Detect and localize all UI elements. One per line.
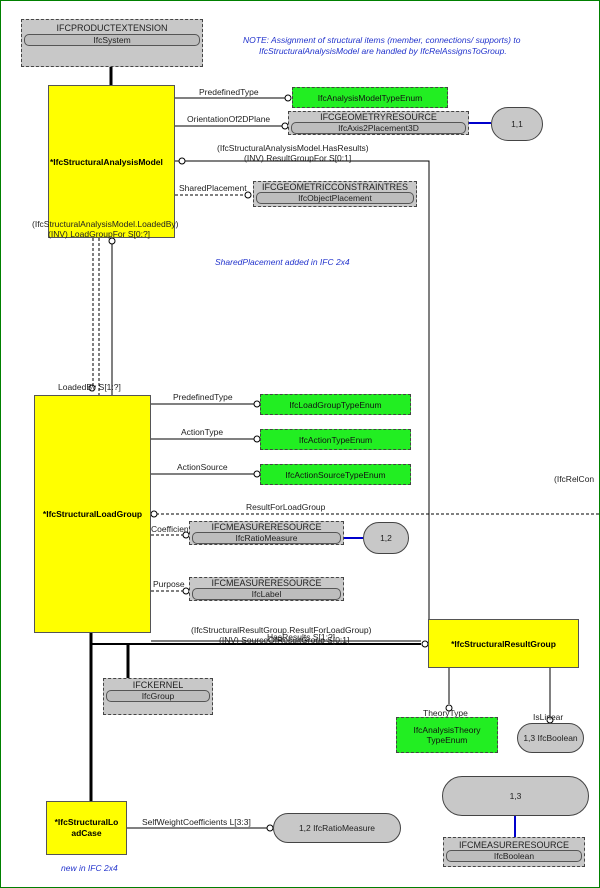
measure-label-title: IFCMEASURERESOURCE	[211, 578, 322, 588]
note-line-2: IfcStructuralAnalysisModel are handled b…	[259, 46, 507, 56]
constraint-group-title: IFCGEOMETRICCONSTRAINTRES	[261, 182, 408, 192]
has-results-label-1: (IfcStructuralAnalysisModel.HasResults)	[217, 143, 369, 153]
measure-boolean-group[interactable]: IFCMEASURERESOURCE IfcBoolean	[443, 837, 585, 867]
measure-label-group[interactable]: IFCMEASURERESOURCE IfcLabel	[189, 577, 344, 601]
new-in-note: new in IFC 2x4	[61, 863, 118, 873]
constraint-group[interactable]: IFCGEOMETRICCONSTRAINTRES IfcObjectPlace…	[253, 181, 417, 207]
analysis-theory-type-enum-text: IfcAnalysisTheoryTypeEnum	[413, 725, 481, 745]
purpose-label: Purpose	[153, 579, 185, 589]
action-source-type-enum[interactable]: IfcActionSourceTypeEnum	[260, 464, 411, 485]
orientation-label: OrientationOf2DPlane	[187, 114, 271, 124]
load-case-entity[interactable]: *IfcStructuralLoadCase	[46, 801, 127, 855]
load-group-label: *IfcStructuralLoadGroup	[42, 509, 143, 519]
loaded-by-end	[88, 384, 96, 392]
result-for-load-group-end	[150, 510, 158, 518]
kernel-group-item: IfcGroup	[106, 690, 210, 702]
predefined-type-model-label: PredefinedType	[199, 87, 259, 97]
result-for-load-group-label: ResultForLoadGroup	[246, 502, 326, 512]
self-weight-pill[interactable]: 1,2 IfcRatioMeasure	[273, 813, 401, 843]
load-group-for-end	[108, 237, 116, 245]
analysis-model-label: *IfcStructuralAnalysisModel	[50, 156, 163, 167]
measure-ratio-item: IfcRatioMeasure	[192, 532, 341, 544]
action-type-enum[interactable]: IfcActionTypeEnum	[260, 429, 411, 450]
product-extension-group: IFCPRODUCTEXTENSION IfcSystem	[21, 19, 203, 67]
group-title: IFCPRODUCTEXTENSION	[56, 23, 168, 33]
is-linear-pill[interactable]: 1,3 IfcBoolean	[517, 723, 584, 753]
load-case-label: *IfcStructuralLoadCase	[54, 817, 119, 838]
loaded-by-label-2: (INV) LoadGroupFor S[0:?]	[48, 229, 151, 239]
shared-placement-label: SharedPlacement	[179, 183, 247, 193]
analysis-model-type-enum[interactable]: IfcAnalysisModelTypeEnum	[292, 87, 448, 108]
load-group-entity[interactable]: *IfcStructuralLoadGroup	[34, 395, 151, 633]
measure-boolean-item: IfcBoolean	[446, 850, 582, 862]
measure-label-item: IfcLabel	[192, 588, 341, 600]
has-results-line	[185, 160, 430, 621]
geometry-group-item: IfcAxis2Placement3D	[291, 122, 466, 134]
group-item: IfcSystem	[24, 34, 200, 46]
measure-ratio-group[interactable]: IFCMEASURERESOURCE IfcRatioMeasure	[189, 521, 344, 545]
theory-type-label: TheoryType	[423, 708, 468, 718]
boolean-card-pill[interactable]: 1,3	[442, 776, 589, 816]
measure-boolean-title: IFCMEASURERESOURCE	[458, 840, 569, 850]
result-group-entity[interactable]: *IfcStructuralResultGroup	[428, 619, 579, 668]
analysis-model-entity[interactable]: *IfcStructuralAnalysisModel	[48, 85, 175, 238]
ratio-card-pill[interactable]: 1,2	[363, 522, 409, 554]
constraint-group-item: IfcObjectPlacement	[256, 192, 414, 204]
note-line-1: NOTE: Assignment of structural items (me…	[243, 35, 521, 45]
theory-type-end	[445, 704, 453, 712]
loaded-by-label-1: (IfcStructuralAnalysisModel.LoadedBy)	[32, 219, 179, 229]
loaded-by-s-label: LoadedBy S[1:?]	[58, 382, 121, 392]
result-load-label-2: (INV) SourceOfResultGroup S[0:1]	[219, 635, 350, 645]
has-results-label-2: (INV) ResultGroupFor S[0:1]	[244, 153, 352, 163]
coefficient-label: Coefficient	[151, 524, 192, 534]
has-results-s-label: HasResults S[1:?]	[267, 632, 336, 642]
shared-placement-end	[244, 191, 252, 199]
rel-con-label: (IfcRelCon	[554, 474, 595, 484]
measure-ratio-title: IFCMEASURERESOURCE	[211, 522, 322, 532]
self-weight-label: SelfWeightCoefficients L[3:3]	[142, 817, 251, 827]
kernel-group[interactable]: IFCKERNEL IfcGroup	[103, 678, 213, 715]
load-group-type-enum[interactable]: IfcLoadGroupTypeEnum	[260, 394, 411, 415]
shared-placement-note: SharedPlacement added in IFC 2x4	[215, 257, 350, 267]
predefined-type-end	[284, 94, 292, 102]
result-load-label-1: (IfcStructuralResultGroup.ResultForLoadG…	[191, 625, 372, 635]
action-type-label: ActionType	[181, 427, 224, 437]
geometry-group-title: IFCGEOMETRYRESOURCE	[320, 112, 437, 122]
predefined-type-group-label: PredefinedType	[173, 392, 233, 402]
is-linear-label: IsLinear	[533, 712, 564, 722]
result-group-label: *IfcStructuralResultGroup	[451, 638, 556, 649]
analysis-theory-type-enum[interactable]: IfcAnalysisTheoryTypeEnum	[396, 717, 498, 753]
geometry-group[interactable]: IFCGEOMETRYRESOURCE IfcAxis2Placement3D	[288, 111, 469, 135]
action-source-label: ActionSource	[177, 462, 228, 472]
has-results-end	[178, 157, 186, 165]
axis-card-pill[interactable]: 1,1	[491, 107, 543, 141]
kernel-group-title: IFCKERNEL	[132, 680, 184, 690]
